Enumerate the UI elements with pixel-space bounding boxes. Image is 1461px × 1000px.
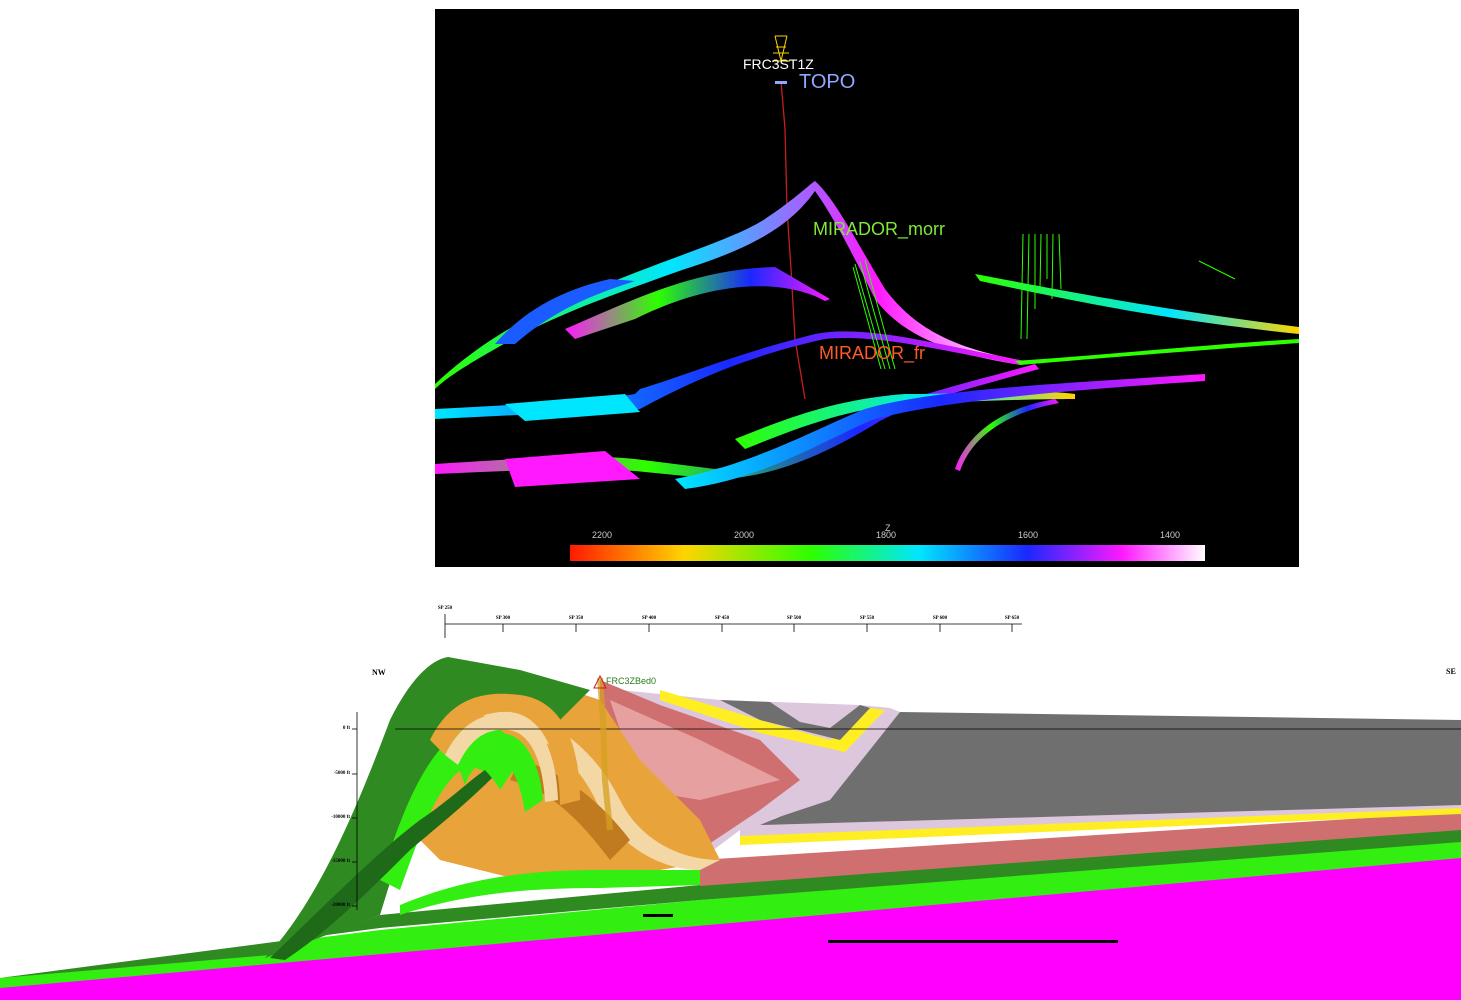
foreland-lavender-strata (740, 803, 1461, 836)
horizon-label-mirador-morr: MIRADOR_morr (813, 219, 946, 239)
top-well-label: FRC3ST1Z (743, 56, 814, 72)
sp-label: SP 350 (568, 616, 584, 621)
colorbar-tick: 1800 (875, 530, 897, 540)
colorbar-tick: 2200 (591, 530, 613, 540)
horizon-label-mirador-fr: MIRADOR_fr (819, 343, 926, 363)
western-green-fault-band (270, 770, 492, 960)
colorbar-tick: 2000 (733, 530, 755, 540)
western-bright-green-a (380, 724, 520, 890)
depth-label: 0 ft (342, 726, 350, 731)
foreland-dark-strata (0, 828, 1461, 978)
horizon-ribbon-left (495, 279, 635, 344)
horizon-ribbon-cyan-block (505, 394, 640, 421)
depth-label: -5000 ft (333, 771, 350, 776)
western-dark-green-sheet (265, 657, 590, 958)
basement-layer (0, 855, 1461, 1000)
well-trajectory (780, 80, 806, 400)
horizon-ribbon-lower (435, 364, 1039, 479)
depth-axis-ticks (352, 728, 357, 907)
horizon-ribbon-right2 (1015, 339, 1299, 365)
sp-label: SP 650 (1004, 616, 1020, 621)
topo-marker (775, 81, 787, 84)
horizon-ribbon-right (975, 274, 1299, 334)
sp-axis (444, 614, 1022, 638)
scale-bar-large (828, 940, 1118, 943)
horizon-label-topo: TOPO (799, 71, 856, 93)
central-tan-bands (480, 700, 720, 870)
colorbar-title: Z (885, 523, 891, 533)
fault-sticks (852, 233, 1236, 370)
western-bright-green-b (400, 870, 700, 915)
sp-label: SP 250 (437, 606, 453, 611)
foreland-yellow-strata (740, 806, 1461, 845)
horizon-ribbon-magenta-block (505, 451, 640, 487)
horizon-ribbon-mid (565, 267, 830, 339)
nw-label: NW (372, 668, 386, 677)
section-well-derrick-icon (593, 674, 607, 689)
sp-label: SP 400 (641, 616, 657, 621)
foreland-gray-fill (760, 712, 1461, 825)
se-label: SE (1446, 667, 1456, 676)
western-green-core (458, 733, 543, 812)
colorbar (570, 545, 1205, 561)
depth-label: -15000 ft (331, 859, 350, 864)
western-orange-arc (430, 693, 580, 805)
depth-label: -20000 ft (331, 903, 350, 908)
section-well-label: FRC3ZBed0 (606, 676, 657, 686)
foreland-salmon-strata (700, 812, 1461, 886)
3d-horizon-view: FRC3ST1Z TOPO MIRADOR_morr MIRADOR_fr Z … (435, 9, 1299, 567)
colorbar-tick: 1600 (1017, 530, 1039, 540)
sp-label: SP 500 (786, 616, 802, 621)
sp-label: SP 450 (714, 616, 730, 621)
well-derrick-icon (772, 35, 790, 62)
section-well-path (597, 677, 613, 831)
foreland-green-strata (0, 840, 1461, 988)
horizon-ribbon-deep2 (675, 374, 1205, 489)
sp-label: SP 550 (859, 616, 875, 621)
3d-horizon-canvas (435, 35, 1299, 489)
eastern-gray-wedge (720, 700, 870, 740)
horizon-ribbon-cyan (435, 331, 1025, 419)
scale-bar-small (643, 914, 673, 917)
depth-label: -10000 ft (331, 815, 350, 820)
western-tan-arc (445, 713, 558, 802)
sp-label: SP 300 (495, 616, 511, 621)
sp-label: SP 600 (932, 616, 948, 621)
colorbar-tick: 1400 (1159, 530, 1181, 540)
